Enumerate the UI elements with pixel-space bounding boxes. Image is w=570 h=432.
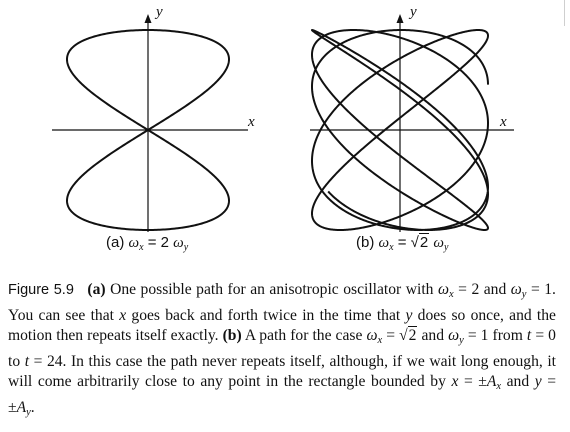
panel-b-x-axis-label: x bbox=[500, 114, 507, 130]
panel-a-label: (a) ωx = 2 ωy bbox=[106, 234, 189, 253]
panel-b-y-axis-label: y bbox=[410, 4, 417, 20]
part-a-marker: (a) bbox=[87, 281, 106, 298]
panel-b-label: (b) ωx = √2 ωy bbox=[356, 233, 449, 253]
panel-b-y-arrowhead bbox=[396, 14, 404, 23]
panel-b-plot bbox=[310, 14, 514, 232]
figure-number: Figure 5.9 bbox=[8, 282, 74, 298]
panel-a-plot bbox=[52, 14, 248, 232]
figure-caption: Figure 5.9 (a) One possible path for an … bbox=[8, 281, 557, 418]
panel-b-lissajous-curve bbox=[310, 29, 490, 231]
part-b-marker: (b) bbox=[222, 327, 242, 345]
frame-edge bbox=[564, 0, 565, 26]
panel-a-y-arrowhead bbox=[144, 14, 152, 23]
panel-a-x-axis-label: x bbox=[248, 114, 255, 130]
panel-a-lissajous-curve bbox=[65, 28, 231, 232]
panel-a-y-axis-label: y bbox=[156, 4, 163, 20]
